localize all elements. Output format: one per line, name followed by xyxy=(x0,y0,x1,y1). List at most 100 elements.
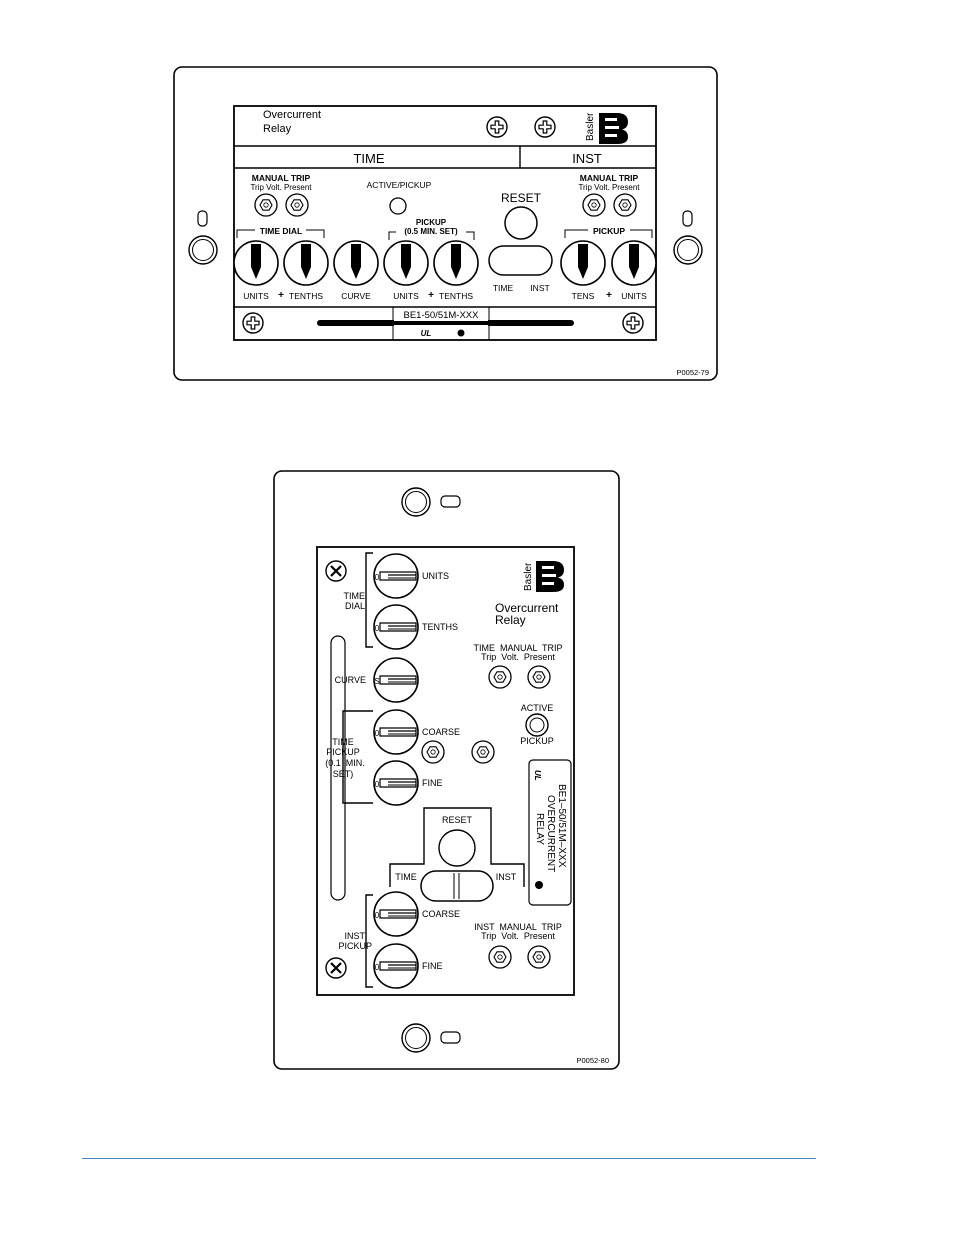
h-pickup-min-set: (0.5 MIN. SET) xyxy=(404,227,458,236)
h-screw-bottom-left xyxy=(242,312,264,334)
v-inst-pickup-1: INST xyxy=(344,931,365,941)
v-knob-pickup-fine[interactable] xyxy=(373,760,419,806)
h-manual-trip-left: MANUAL TRIP xyxy=(252,173,311,183)
h-model-label-box xyxy=(392,306,490,341)
v-trip-volt-present-2: Trip Volt. Present xyxy=(481,931,555,941)
v-mount-hole-bottom xyxy=(401,1023,431,1053)
h-mount-hole-right xyxy=(673,235,703,265)
v-pickup-label: PICKUP xyxy=(520,736,554,746)
h-screw-top-1 xyxy=(486,116,508,138)
h-label-units-1: UNITS xyxy=(243,291,269,301)
h-trip-volt-present-right: Trip Volt. Present xyxy=(578,183,640,192)
v-figure-id: P0052-80 xyxy=(576,1056,609,1065)
h-mount-hole-left xyxy=(188,235,218,265)
v-model-label-line1: BE1–50/51M–XXX xyxy=(556,784,567,868)
v-label-coarse-2: COARSE xyxy=(422,909,460,919)
h-screw-top-2 xyxy=(534,116,556,138)
h-knob-inst-tens[interactable] xyxy=(560,240,606,286)
h-knob-timedial-tenths[interactable] xyxy=(283,240,329,286)
h-csa-mark-icon xyxy=(457,329,465,337)
v-side-slot xyxy=(330,635,346,901)
v-label-fine-1: FINE xyxy=(422,778,443,788)
v-mount-hole-top xyxy=(401,487,431,517)
h-active-pickup-label: ACTIVE/PICKUP xyxy=(367,180,432,190)
v-basler-logo-text: Basler xyxy=(523,562,534,591)
h-label-curve: CURVE xyxy=(341,291,371,301)
h-time-dial-label: TIME DIAL xyxy=(260,226,303,236)
v-time-inst-button[interactable] xyxy=(420,870,494,902)
h-label-tenths-2: TENTHS xyxy=(439,291,473,301)
v-jack-present-1 xyxy=(527,665,551,689)
v-time-pickup-3: (0.1 MIN. xyxy=(325,758,365,768)
v-slot-bottom xyxy=(440,1031,461,1044)
v-knob-timedial-units[interactable] xyxy=(373,553,419,599)
h-pickup-inst-label: PICKUP xyxy=(593,226,625,236)
h-basler-logo-text: Basler xyxy=(585,112,596,141)
v-dial-mark-6: 0 xyxy=(375,911,380,920)
h-jack-present-left xyxy=(285,193,309,217)
h-title-line2: Relay xyxy=(263,123,292,135)
v-active-label: ACTIVE xyxy=(521,703,554,713)
h-label-time-btn: TIME xyxy=(493,283,514,293)
v-jack-pickup-2 xyxy=(471,740,495,764)
h-label-inst-btn: INST xyxy=(530,283,549,293)
footer-rule xyxy=(82,1158,816,1159)
v-title-line2: Relay xyxy=(495,613,526,627)
v-label-inst: INST xyxy=(496,872,517,882)
v-jack-trip-volt-1 xyxy=(488,665,512,689)
v-csa-mark-icon xyxy=(535,881,543,889)
v-inst-manual-trip: INST MANUAL TRIP xyxy=(474,922,562,932)
v-knob-inst-fine[interactable] xyxy=(373,943,419,989)
h-pickup-label: PICKUP xyxy=(416,218,447,227)
v-time-manual-trip: TIME MANUAL TRIP xyxy=(473,643,562,653)
h-slot-right xyxy=(682,210,693,227)
v-model-label: BE1–50/51M–XXX OVERCURRENT RELAY UL xyxy=(528,759,572,906)
v-knob-curve[interactable] xyxy=(373,657,419,703)
v-reset-bracket xyxy=(389,807,525,887)
v-dial-mark-2: 0 xyxy=(375,624,380,633)
v-model-label-line2: OVERCURRENT xyxy=(545,795,556,872)
h-section-time: TIME xyxy=(353,151,384,166)
v-title-line1: Overcurrent xyxy=(495,601,559,615)
v-knob-inst-coarse[interactable] xyxy=(373,891,419,937)
h-active-pickup-led xyxy=(389,197,407,215)
h-jack-present-right xyxy=(613,193,637,217)
h-knob-timedial-units[interactable] xyxy=(233,240,279,286)
h-knob-pickup-units[interactable] xyxy=(383,240,429,286)
v-time-pickup-2: PICKUP xyxy=(326,747,360,757)
h-label-tens: TENS xyxy=(572,291,595,301)
v-inst-pickup-2: PICKUP xyxy=(338,941,372,951)
v-slot-top xyxy=(440,495,461,508)
v-dial-mark-1: 0 xyxy=(375,573,380,582)
h-model-label: BE1-50/51M-XXX xyxy=(404,310,480,321)
v-reset-button[interactable] xyxy=(438,829,476,867)
v-reset-label: RESET xyxy=(442,815,473,825)
v-ul-mark-icon: UL xyxy=(533,770,542,781)
h-time-inst-button[interactable] xyxy=(488,245,553,276)
h-screw-bottom-right xyxy=(622,312,644,334)
h-plus-2: + xyxy=(428,290,434,301)
h-knob-curve[interactable] xyxy=(333,240,379,286)
v-dial-mark-5: 0 xyxy=(375,780,380,789)
h-figure-id: P0052-79 xyxy=(676,368,709,377)
h-knob-inst-units[interactable] xyxy=(611,240,657,286)
h-knob-pickup-tenths[interactable] xyxy=(433,240,479,286)
h-slot-left xyxy=(197,210,208,227)
h-label-units-3: UNITS xyxy=(621,291,647,301)
h-plus-3: + xyxy=(606,290,612,301)
v-model-label-line3: RELAY xyxy=(534,813,545,845)
h-plus-1: + xyxy=(278,290,284,301)
v-label-time: TIME xyxy=(395,872,417,882)
h-manual-trip-right: MANUAL TRIP xyxy=(580,173,639,183)
v-label-curve: CURVE xyxy=(335,675,366,685)
h-label-tenths-1: TENTHS xyxy=(289,291,323,301)
v-dial-mark-4: 0 xyxy=(375,729,380,738)
v-knob-timedial-tenths[interactable] xyxy=(373,604,419,650)
v-label-fine-2: FINE xyxy=(422,961,443,971)
v-jack-pickup-1 xyxy=(421,740,445,764)
v-knob-pickup-coarse[interactable] xyxy=(373,709,419,755)
vertical-relay-panel: Basler Overcurrent Relay TIME DIAL 0 UNI… xyxy=(273,470,620,1070)
h-reset-button[interactable] xyxy=(504,206,538,240)
horizontal-relay-panel: Overcurrent Relay Basler TIME INST MANUA… xyxy=(173,66,718,381)
